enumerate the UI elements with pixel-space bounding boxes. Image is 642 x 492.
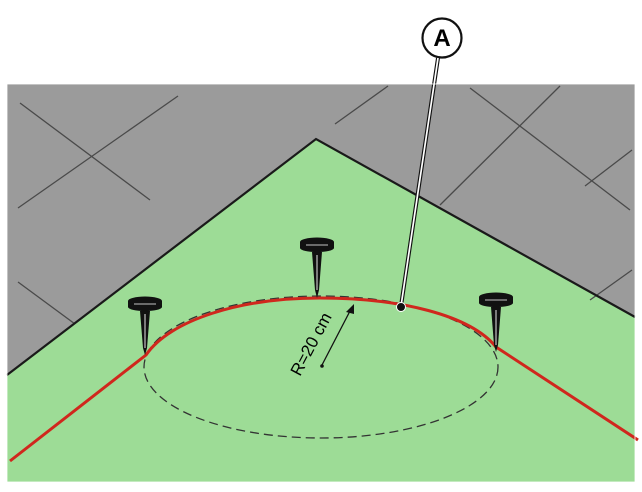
paving-joints <box>17 85 633 325</box>
radius-arrow <box>320 304 354 368</box>
peg-icon <box>300 237 334 298</box>
boundary-wire <box>9 296 639 463</box>
scene-border <box>6 83 636 483</box>
callout-label: A <box>433 25 450 52</box>
callout-a: A <box>396 17 463 312</box>
peg-icon <box>479 292 513 352</box>
scene: R=20 cm A <box>6 17 639 483</box>
paving-area <box>7 84 635 375</box>
peg-icon <box>128 296 162 355</box>
paving-edge <box>6 137 636 376</box>
radius-circle <box>143 295 499 439</box>
